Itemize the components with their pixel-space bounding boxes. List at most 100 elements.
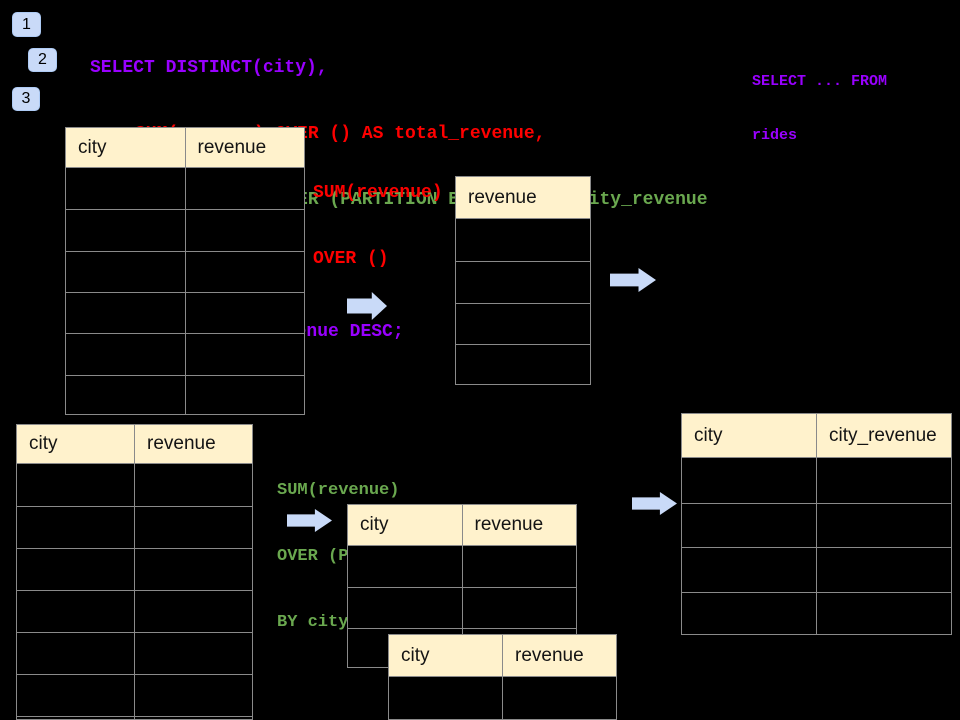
column-header-revenue: revenue (502, 635, 616, 676)
column-header-revenue: revenue (184, 128, 304, 167)
table-cell-empty (184, 210, 305, 251)
partition-annotation-line-3: BY city) (277, 613, 359, 632)
arrow-right-icon (632, 492, 677, 515)
table-source-top: city revenue (65, 127, 305, 415)
table-cell-empty (134, 717, 252, 719)
table-row (682, 458, 951, 503)
table-cell-empty (17, 549, 134, 590)
column-header-city-revenue: city_revenue (816, 414, 951, 457)
step-3-label: 3 (21, 90, 31, 107)
table-cell-empty (682, 458, 816, 503)
table-cell-empty (134, 591, 252, 632)
table-cell-empty (389, 677, 502, 719)
table-header-row: city revenue (348, 505, 576, 546)
table-row (17, 590, 252, 632)
table-cell-empty (682, 504, 816, 548)
table-cell-empty (134, 549, 252, 590)
table-row (456, 260, 590, 303)
table-row (66, 333, 305, 375)
table-row (17, 464, 252, 506)
table-row (456, 219, 590, 261)
sql-line-select: SELECT DISTINCT(city), (90, 58, 328, 78)
table-cell-empty (461, 546, 577, 587)
table-body (66, 168, 305, 414)
table-header-row: city revenue (66, 128, 304, 168)
step-2-badge: 2 (28, 48, 57, 72)
table-header-row: revenue (456, 177, 590, 219)
step-3-badge: 3 (12, 87, 40, 111)
table-cell-empty (17, 507, 134, 548)
table-row (17, 506, 252, 548)
table-body (456, 219, 590, 384)
table-source-bottom: city revenue (16, 424, 253, 720)
partition-annotation-line-1: SUM(revenue) (277, 481, 400, 500)
table-body (17, 464, 252, 719)
table-cell-empty (134, 633, 252, 674)
table-row (682, 591, 951, 635)
table-cell-empty (134, 675, 252, 716)
table-cell-empty (456, 304, 590, 345)
step-1-label: 1 (22, 15, 31, 33)
note-line-2: rides (752, 127, 798, 144)
table-cell-empty (184, 334, 305, 375)
table-row (17, 716, 252, 719)
table-cell-empty (682, 593, 816, 635)
total-annotation-line-2: OVER () (313, 249, 389, 269)
note-line-1: SELECT ... FROM (752, 73, 888, 90)
table-cell-empty (456, 262, 590, 303)
column-header-city: city (348, 505, 462, 545)
table-row (682, 547, 951, 592)
table-final-result: city city_revenue (681, 413, 952, 635)
table-row (348, 587, 576, 628)
table-row (17, 548, 252, 590)
table-cell-empty (66, 210, 185, 250)
table-cell-empty (816, 548, 951, 592)
table-cell-empty (456, 219, 590, 261)
table-body (682, 458, 951, 635)
select-from-rides-note: SELECT ... FROM rides (752, 37, 887, 181)
table-cell-empty (682, 548, 816, 592)
table-cell-empty (184, 168, 305, 210)
arrow-right-icon (610, 268, 656, 292)
table-cell-empty (502, 677, 616, 719)
table-cell-empty (456, 345, 590, 384)
arrow-right-icon (347, 292, 387, 320)
table-cell-empty (461, 588, 577, 628)
table-total-revenue-result: revenue (455, 176, 591, 385)
table-cell-empty (66, 293, 185, 333)
table-row (348, 546, 576, 587)
table-row (66, 168, 305, 210)
table-cell-empty (134, 507, 252, 548)
table-row (17, 632, 252, 674)
table-cell-empty (184, 375, 305, 414)
table-row (66, 250, 304, 292)
table-row (66, 291, 305, 334)
table-cell-empty (184, 292, 305, 334)
table-row (17, 674, 252, 716)
table-row (66, 209, 305, 251)
table-row (389, 677, 616, 719)
table-header-row: city revenue (389, 635, 616, 677)
table-cell-empty (816, 458, 951, 503)
table-row (682, 502, 951, 548)
column-header-revenue: revenue (461, 505, 576, 545)
column-header-city: city (17, 425, 134, 463)
table-cell-empty (66, 376, 185, 414)
table-cell-empty (66, 334, 185, 374)
table-cell-empty (66, 252, 185, 292)
table-header-row: city city_revenue (682, 414, 951, 458)
column-header-city: city (682, 414, 816, 457)
table-cell-empty (17, 591, 134, 632)
table-cell-empty (17, 464, 134, 506)
table-cell-empty (17, 633, 134, 674)
table-cell-empty (17, 675, 134, 716)
table-header-row: city revenue (17, 425, 252, 464)
table-cell-empty (66, 168, 185, 209)
total-annotation-line-1: SUM(revenue) (313, 183, 443, 203)
step-2-label: 2 (38, 51, 47, 68)
total-revenue-annotation: SUM(revenue) OVER () (313, 138, 443, 314)
column-header-city: city (389, 635, 502, 676)
table-partition-overlay: city revenue (388, 634, 617, 720)
arrow-right-icon (287, 509, 332, 532)
table-cell-empty (816, 503, 951, 547)
